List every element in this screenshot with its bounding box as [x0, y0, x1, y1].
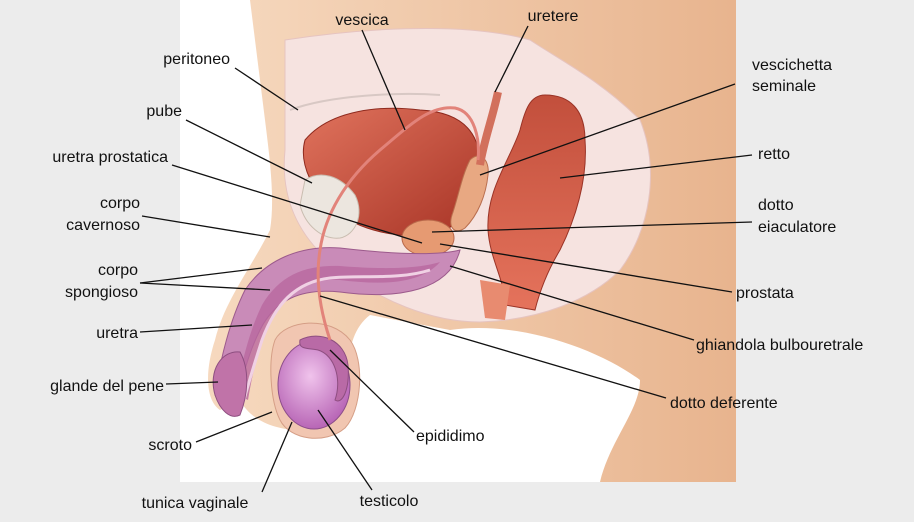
glans: [212, 351, 248, 417]
label-corpo-spongioso-2: spongioso: [65, 284, 138, 301]
anal-canal: [480, 280, 510, 320]
label-uretere: uretere: [527, 8, 579, 25]
leader-dotto-deferente: [319, 295, 667, 399]
leader-corpo-spongioso-a: [139, 267, 263, 284]
label-dotto-eiaculatore-2: eiaculatore: [758, 219, 837, 236]
leader-vescichetta: [479, 83, 736, 176]
leader-pube: [185, 119, 313, 184]
label-corpo-cavernoso-2: cavernoso: [66, 217, 140, 234]
label-glande-del-pene: glande del pene: [50, 378, 164, 395]
label-dotto-deferente: dotto deferente: [670, 395, 778, 412]
leader-uretra: [139, 324, 253, 333]
label-uretra: uretra: [96, 325, 138, 342]
leader-prostata: [439, 243, 733, 293]
leader-corpo-cavernoso: [141, 215, 271, 238]
leader-ghiandola: [449, 265, 695, 341]
ureter: [476, 91, 502, 166]
leader-uretere: [494, 25, 529, 93]
leader-peritoneo: [234, 67, 299, 111]
label-pube: pube: [146, 103, 182, 120]
label-corpo-spongioso-1: corpo: [97, 262, 138, 279]
leader-lines: [139, 25, 753, 493]
label-ghiandola-bulbouretrale: ghiandola bulbouretrale: [696, 337, 864, 354]
vas-deferens: [316, 106, 480, 341]
label-vescica: vescica: [335, 12, 389, 29]
corpus-cavernosum: [236, 262, 440, 400]
leader-testicolo: [317, 409, 373, 491]
leader-tunica-vaginale: [261, 421, 293, 493]
leader-uretra-prostatica: [171, 164, 423, 244]
label-retto: retto: [758, 146, 791, 163]
label-scroto: scroto: [148, 437, 192, 454]
label-vescichetta-seminale-2: seminale: [752, 78, 817, 95]
label-prostata: prostata: [736, 285, 794, 302]
label-tunica-vaginale: tunica vaginale: [141, 495, 249, 512]
leader-retto: [559, 154, 753, 179]
leader-corpo-spongioso-b: [139, 282, 271, 291]
label-vescichetta-seminale-1: vescichetta: [752, 57, 833, 74]
seminal-vesicle: [450, 155, 489, 232]
label-corpo-cavernoso-1: corpo: [99, 195, 140, 212]
peritoneum: [289, 92, 441, 111]
leader-vescica: [361, 29, 406, 131]
label-dotto-eiaculatore-1: dotto: [758, 197, 794, 214]
label-peritoneo: peritoneo: [163, 51, 230, 68]
urethra-line: [242, 268, 431, 401]
leader-scroto: [195, 411, 273, 443]
leader-glande: [165, 381, 219, 385]
leader-dotto-eiaculatore: [431, 221, 753, 233]
label-testicolo: testicolo: [359, 493, 419, 510]
label-uretra-prostatica: uretra prostatica: [52, 149, 168, 166]
prostate: [401, 219, 455, 257]
epididymis: [299, 335, 349, 402]
leader-epididimo: [329, 349, 415, 433]
label-epididimo: epididimo: [416, 428, 485, 445]
